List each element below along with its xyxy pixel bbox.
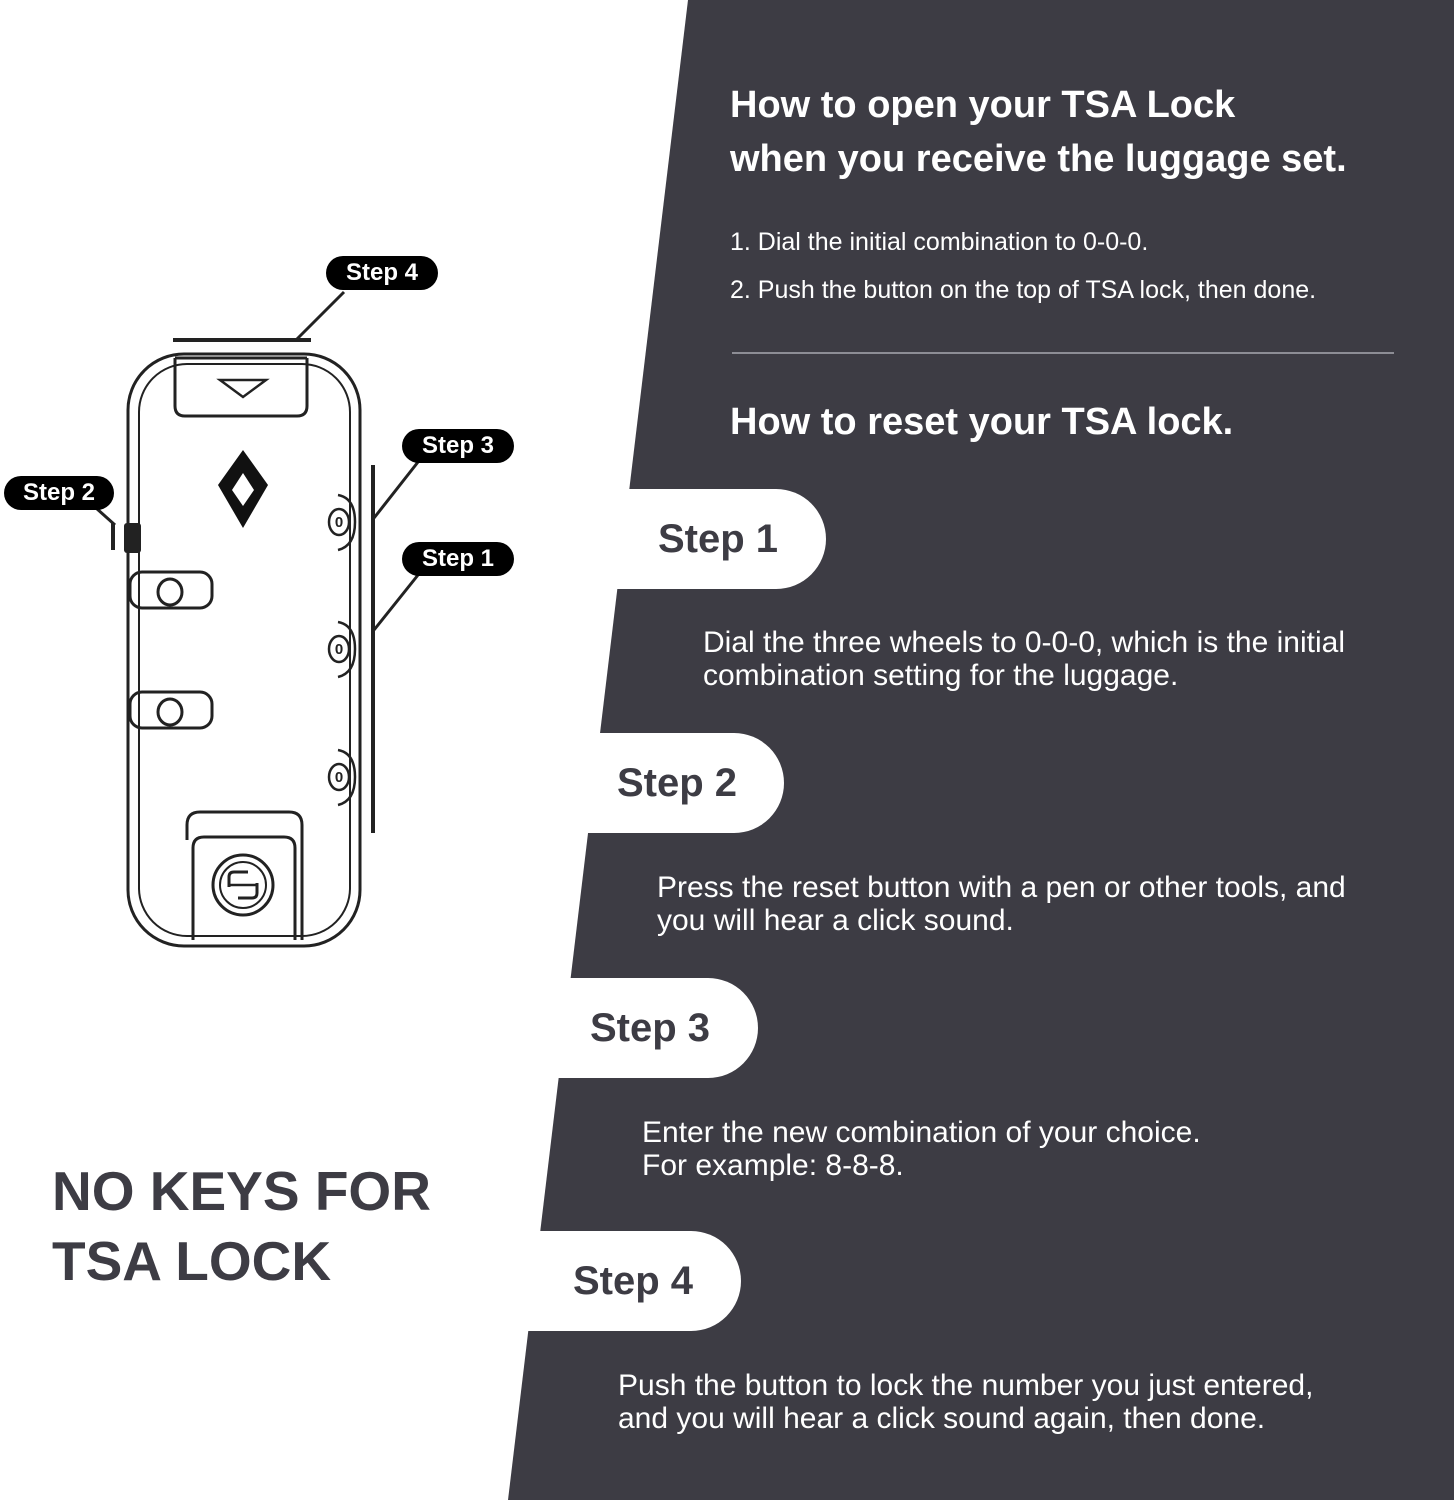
- step-4-description: Push the button to lock the number you j…: [618, 1369, 1314, 1435]
- step-2-label: Step 2: [575, 733, 784, 833]
- wheel-digit-1: 0: [335, 514, 343, 531]
- wheel-digit-3: 0: [335, 769, 343, 786]
- open-title-line2: when you receive the luggage set.: [730, 138, 1347, 180]
- open-title-line1: How to open your TSA Lock: [730, 84, 1236, 126]
- callout-step-1: Step 1: [402, 542, 514, 576]
- no-keys-heading: NO KEYS FOR TSA LOCK: [52, 1160, 431, 1292]
- wheel-digit-2: 0: [335, 641, 343, 658]
- step-2-description: Press the reset button with a pen or oth…: [657, 871, 1346, 937]
- callout-step-4: Step 4: [326, 256, 438, 290]
- step-3-label: Step 3: [548, 978, 758, 1078]
- reset-button-icon: [211, 853, 275, 917]
- reset-section-title: How to reset your TSA lock.: [730, 401, 1234, 443]
- step-3-description: Enter the new combination of your choice…: [642, 1116, 1201, 1182]
- tsa-lock-diagram: 0 0 0: [94, 290, 420, 948]
- callout-step-3: Step 3: [402, 429, 514, 463]
- tsa-diamond-icon: [218, 450, 268, 528]
- callout-step-2: Step 2: [4, 476, 114, 510]
- open-step-item: 2. Push the button on the top of TSA loc…: [730, 276, 1317, 304]
- open-steps-list: 1. Dial the initial combination to 0-0-0…: [730, 218, 1316, 314]
- open-section-title: How to open your TSA Lock when you recei…: [730, 78, 1347, 186]
- step-1-description: Dial the three wheels to 0-0-0, which is…: [703, 626, 1345, 692]
- section-divider: [732, 352, 1394, 354]
- step-1-label: Step 1: [600, 489, 826, 589]
- step-4-label: Step 4: [520, 1231, 741, 1331]
- open-step-item: 1. Dial the initial combination to 0-0-0…: [730, 228, 1149, 256]
